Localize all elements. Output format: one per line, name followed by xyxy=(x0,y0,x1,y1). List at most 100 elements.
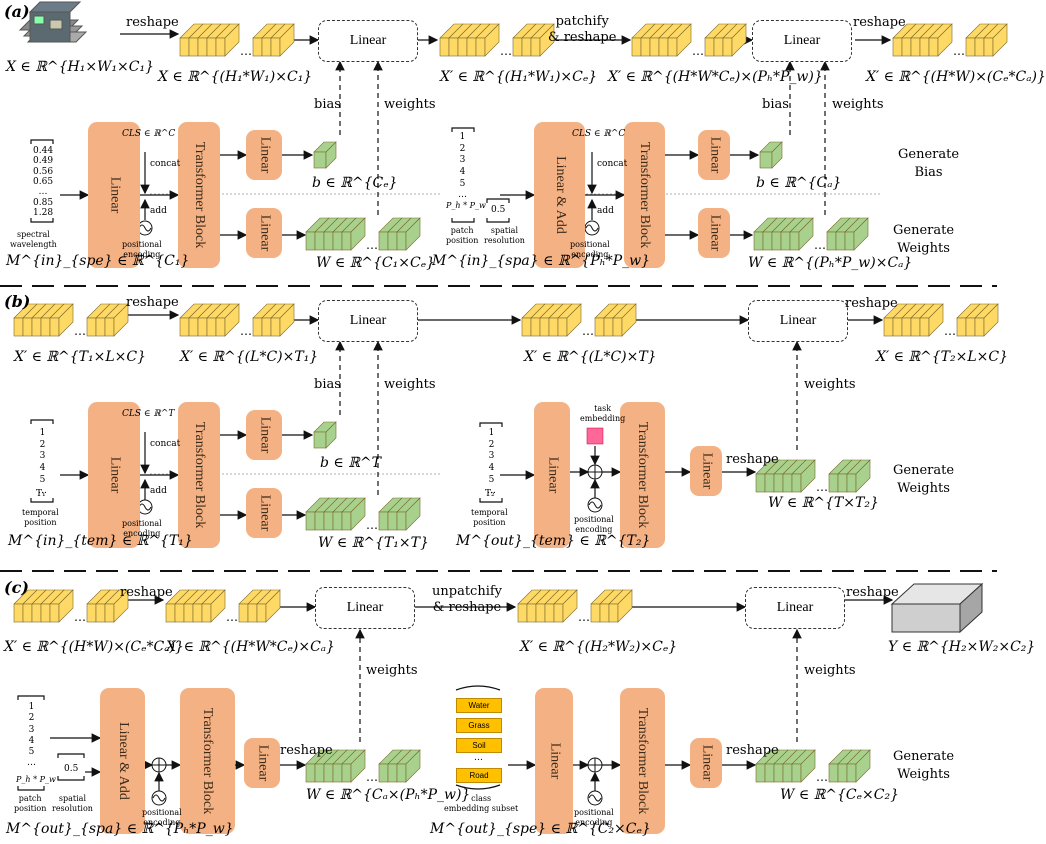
tensor-c-x3-part2 xyxy=(590,589,633,623)
bias-a1: b ∈ ℝ^{Cₑ} xyxy=(312,175,398,191)
reshape-label: reshape xyxy=(846,585,899,600)
tensor-b2: X′ ∈ ℝ^{(L*C)×T₁} xyxy=(180,349,319,365)
list-item: … xyxy=(458,190,467,201)
ellipsis: … xyxy=(500,44,512,58)
patch-end-label: P_h * P_w xyxy=(446,201,486,210)
list-item: 1 xyxy=(488,428,495,438)
transformer-block-b1: Transformer Block xyxy=(178,402,220,548)
bias-label: bias xyxy=(314,97,341,112)
list-item: 5 xyxy=(39,474,46,485)
tensor-c-x2-part1 xyxy=(165,589,226,623)
tensor-c-x2-part2 xyxy=(238,589,281,623)
weight-c2: W ∈ ℝ^{Cₑ×C₂} xyxy=(780,787,900,803)
tensor-a-x-part2 xyxy=(252,23,295,57)
ellipsis: … xyxy=(366,770,378,784)
patchify-label: patchify & reshape xyxy=(548,14,617,45)
pos-enc-label: positional encoding xyxy=(574,515,614,534)
list-item: 2 xyxy=(488,439,495,450)
cls-token-label: CLS ∈ ℝ^C xyxy=(122,129,176,139)
reshape-label: reshape xyxy=(845,296,898,311)
tensor-b-x1-part2 xyxy=(86,303,129,337)
list-item: 4 xyxy=(28,735,35,746)
class-road: Road xyxy=(456,768,502,783)
list-item: 4 xyxy=(39,463,46,474)
class-grass: Grass xyxy=(456,718,502,733)
pos-enc-label: positional encoding xyxy=(122,519,162,538)
concat-label: concat xyxy=(150,159,181,169)
tensor-a-x-part1 xyxy=(179,23,240,57)
tensor-x-input: X ∈ ℝ^{H₁×W₁×C₁} xyxy=(6,59,155,75)
temporal-position-label: temporal position xyxy=(471,508,508,527)
tensor-x-reshaped: X ∈ ℝ^{(H₁*W₁)×C₁} xyxy=(158,69,313,85)
linear-out-c1: Linear xyxy=(244,738,280,788)
list-item: 0.44 xyxy=(33,146,54,156)
generate-weights-label: Generate Weights xyxy=(893,749,955,782)
bias-b1: b ∈ ℝ^T xyxy=(320,455,381,471)
weights-label: weights xyxy=(366,663,418,678)
linear-out-b2: Linear xyxy=(690,446,722,496)
tensor-c2: X′ ∈ ℝ^{(H*W*Cₑ)×Cₐ} xyxy=(166,639,335,655)
list-item: … xyxy=(27,758,36,769)
weight-b2: W ∈ ℝ^{T×T₂} xyxy=(768,495,879,511)
linear-bias-b1: Linear xyxy=(246,410,282,460)
tensor-x-prime-a1: X′ ∈ ℝ^{(H₁*W₁)×Cₑ} xyxy=(440,69,598,85)
ellipsis: … xyxy=(74,324,86,338)
pos-enc-label: positional encoding xyxy=(570,240,610,259)
meta-spa-out: M^{out}_{spa} ∈ ℝ^{Pₕ*P_w} xyxy=(6,821,234,837)
ellipsis: … xyxy=(944,324,956,338)
generate-bias-label: Generate Bias xyxy=(898,147,960,180)
meta-spa-in: M^{in}_{spa} ∈ ℝ^{Pₕ*P_w} xyxy=(432,253,651,269)
weight-c1: W ∈ ℝ^{Cₐ×(Pₕ*P_w)} xyxy=(306,787,471,803)
ellipsis: … xyxy=(816,480,828,494)
bias-label: bias xyxy=(762,97,789,112)
transformer-block-a1: Transformer Block xyxy=(178,122,220,268)
list-item: 2 xyxy=(28,713,35,724)
ellipsis: … xyxy=(582,324,594,338)
linear-box-c1: Linear xyxy=(315,587,415,629)
tensor-b-x3-part1 xyxy=(521,303,582,337)
linear-bias-a1: Linear xyxy=(246,130,282,180)
reshape-label: reshape xyxy=(853,15,906,30)
ellipsis: … xyxy=(366,518,378,532)
bias-label: bias xyxy=(314,377,341,392)
weight-tensor-c2-part1 xyxy=(755,749,816,783)
spatial-resolution-label: spatial resolution xyxy=(52,794,93,813)
patch-end-label: P_h * P_w xyxy=(16,775,56,784)
reshape-label: reshape xyxy=(726,452,779,467)
tensor-b-x2-part2 xyxy=(252,303,295,337)
reshape-label: reshape xyxy=(126,295,179,310)
linear-box-c2: Linear xyxy=(745,587,845,629)
tensor-a-x1-part1 xyxy=(439,23,500,57)
t2-label: T₂ xyxy=(485,489,495,499)
weight-tensor-b2-part1 xyxy=(755,459,816,493)
tensor-x-prime-a3: X′ ∈ ℝ^{(H*W)×(Cₑ*Cₐ)} xyxy=(866,69,1046,85)
tensor-b-x4-part2 xyxy=(956,303,999,337)
list-item: 0.56 xyxy=(33,166,54,177)
tensor-c-x1-part1 xyxy=(13,589,74,623)
spatial-res-value: 0.5 xyxy=(64,764,79,774)
linear-block-a1: Linear xyxy=(88,122,140,268)
section-a-label: (a) xyxy=(4,2,30,21)
tensor-x-prime-a2: X′ ∈ ℝ^{(H*W*Cₑ)×(Pₕ*P_w)} xyxy=(608,69,823,85)
add-label: add xyxy=(597,206,614,216)
tensor-a-x2-part2 xyxy=(704,23,747,57)
ellipsis: … xyxy=(816,770,828,784)
ellipsis: … xyxy=(74,610,86,624)
section-c-label: (c) xyxy=(4,578,29,597)
linear-weight-a1: Linear xyxy=(246,208,282,258)
transformer-block-c1: Transformer Block xyxy=(180,688,235,834)
weight-b1: W ∈ ℝ^{T₁×T} xyxy=(318,535,429,551)
ellipsis: … xyxy=(814,238,826,252)
tensor-c-x3-part1 xyxy=(517,589,578,623)
weight-tensor-c1-part2 xyxy=(378,749,421,783)
list-item: 3 xyxy=(39,451,46,462)
meta-spe-out: M^{out}_{spe} ∈ ℝ^{C₂×Cₑ} xyxy=(430,821,651,837)
ellipsis: … xyxy=(240,44,252,58)
list-item: 4 xyxy=(488,463,495,474)
bias-tensor-a2 xyxy=(759,141,783,169)
